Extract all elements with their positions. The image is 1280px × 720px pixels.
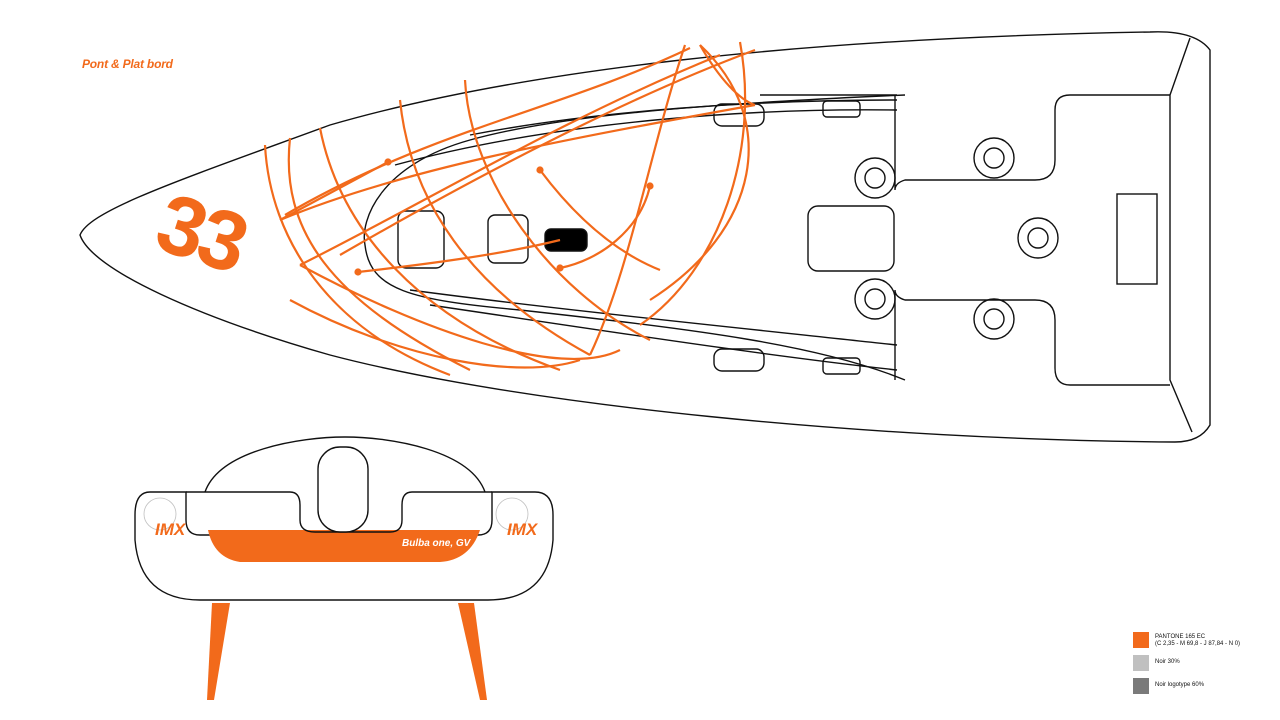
hull-stripe bbox=[208, 530, 480, 562]
rudder-left bbox=[207, 603, 230, 700]
winch-icon bbox=[854, 137, 1059, 340]
stern-view bbox=[134, 436, 554, 700]
aft-hatch bbox=[544, 228, 588, 252]
forward-hatch bbox=[397, 210, 445, 269]
legend-label: Noir logotype 60% bbox=[1155, 682, 1205, 688]
legend-label: PANTONE 165 EC (C 2,35 - M 69,8 - J 87,8… bbox=[1155, 634, 1241, 647]
logo-left: IMX bbox=[155, 520, 187, 539]
cockpit-outline bbox=[894, 94, 1170, 191]
logo-right: IMX bbox=[507, 520, 539, 539]
legend-swatch-dark-grey bbox=[1133, 678, 1149, 694]
hull-outline bbox=[79, 31, 1211, 443]
boat-name: Bulba one, GV bbox=[402, 538, 472, 549]
legend-swatch-orange bbox=[1133, 632, 1149, 648]
deck-globe-graphic bbox=[263, 41, 756, 377]
legend-label: Noir 30% bbox=[1155, 659, 1180, 665]
drawing-title: Pont & Plat bord bbox=[82, 57, 173, 71]
boat-number: 33 bbox=[146, 175, 258, 291]
rudder-right bbox=[458, 603, 487, 700]
legend-swatch-grey bbox=[1133, 655, 1149, 671]
deck-top-view bbox=[79, 31, 1211, 443]
transom-line bbox=[1169, 37, 1193, 433]
mid-hatch bbox=[487, 214, 529, 264]
